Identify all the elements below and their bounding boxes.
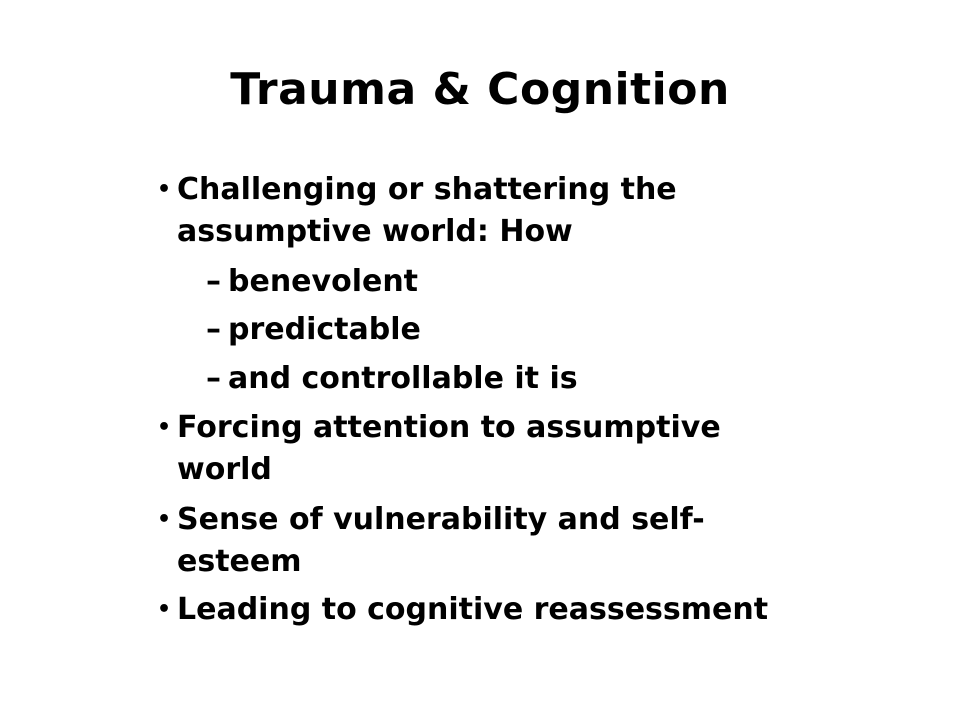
sub-bullet-dash: – [206,361,221,396]
bullet-marker: • [157,177,172,202]
bullet-4-line-1: Leading to cognitive reassessment [177,592,769,627]
sub-item-controllable: and controllable it is [228,361,578,396]
bullet-1-line-1: Challenging or shattering the [177,172,677,207]
sub-item-benevolent: benevolent [228,264,419,299]
bullet-marker: • [157,597,172,622]
bullet-2-line-1: Forcing attention to assumptive [177,410,721,445]
sub-item-predictable: predictable [228,312,421,347]
slide-title: Trauma & Cognition [230,64,730,115]
bullet-marker: • [157,415,172,440]
bullet-marker: • [157,507,172,532]
bullet-1-line-2: assumptive world: How [177,214,573,249]
bullet-3-line-2: esteem [177,544,302,579]
bullet-3-line-1: Sense of vulnerability and self- [177,502,705,537]
sub-bullet-dash: – [206,264,221,299]
sub-bullet-dash: – [206,312,221,347]
bullet-2-line-2: world [177,452,272,487]
